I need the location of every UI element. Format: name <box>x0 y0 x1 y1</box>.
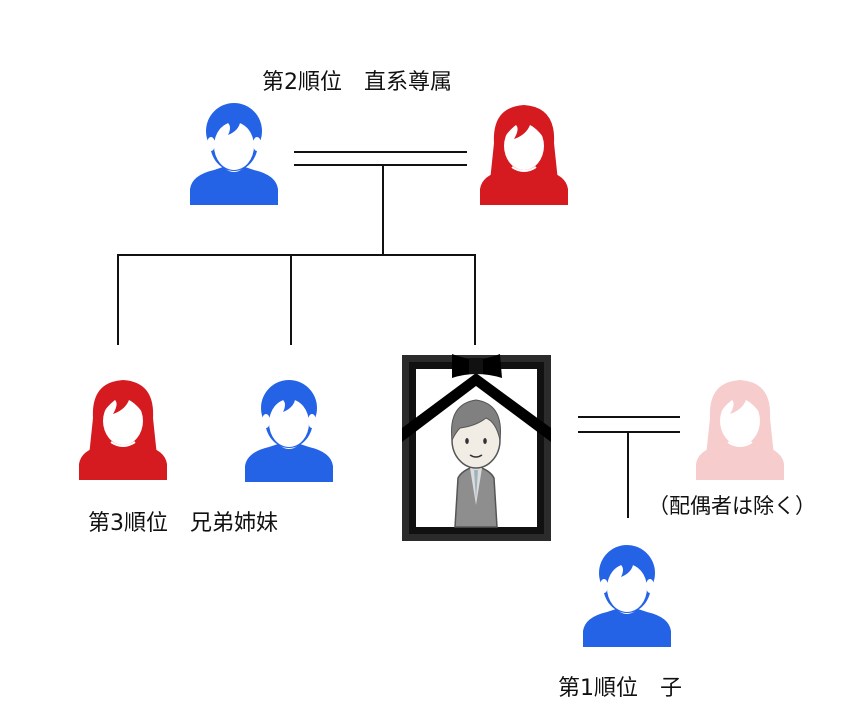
father-icon <box>190 103 278 205</box>
memorial-portrait-icon <box>402 354 551 541</box>
rank1-label: 第1順位 子 <box>558 676 682 701</box>
sister-icon <box>78 379 168 481</box>
family-lines <box>117 151 680 518</box>
rank3-label: 第3順位 兄弟姉妹 <box>88 511 278 536</box>
mother-icon <box>479 104 569 206</box>
brother-icon <box>245 380 333 482</box>
child-icon <box>583 545 671 647</box>
rank2-label: 第2順位 直系尊属 <box>262 70 452 95</box>
spouse-icon <box>695 379 785 481</box>
spouse-note-label: （配偶者は除く） <box>648 494 816 518</box>
